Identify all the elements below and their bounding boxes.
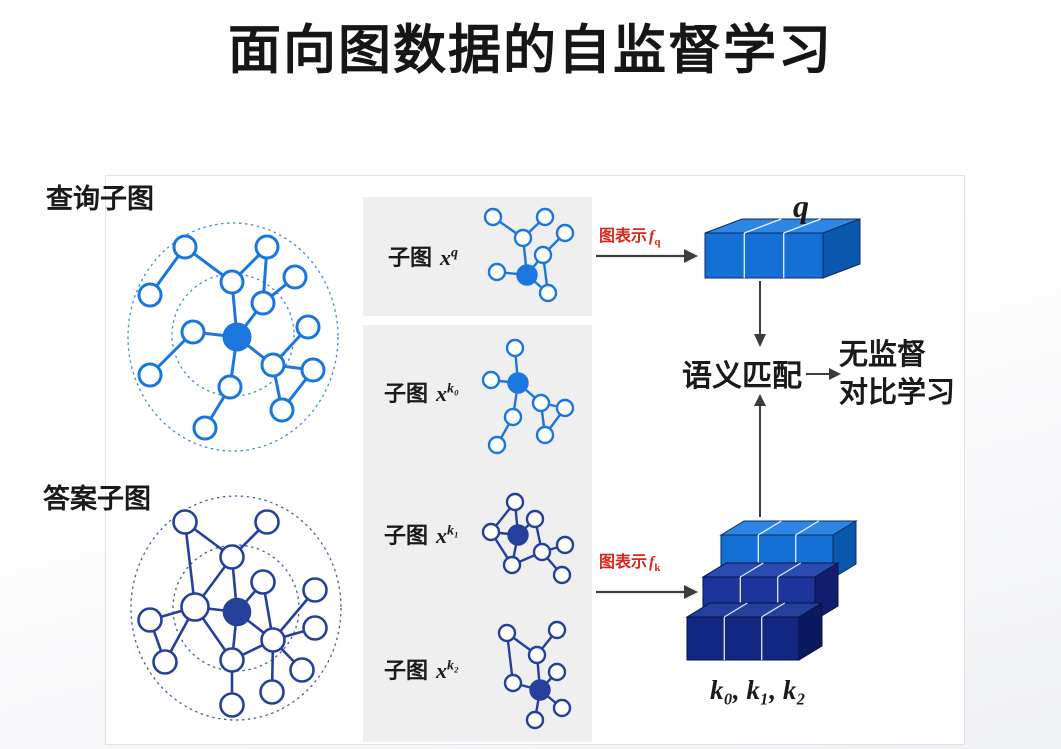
encoder-subscript: q xyxy=(654,236,661,249)
query-encoder-arrow xyxy=(596,249,698,263)
subgraph-superscript: k₂ xyxy=(447,658,459,674)
subgraph-variable: x xyxy=(440,245,452,270)
k-to-match-arrow xyxy=(754,394,766,517)
subgraph-prefix: 子图 xyxy=(384,381,429,406)
subgraph-variable: x xyxy=(436,658,448,683)
mini-graph-xk2 xyxy=(497,620,572,730)
key-representations-label: k₀, k₁, k₂ xyxy=(710,675,806,705)
encoder-symbol: f xyxy=(649,554,655,571)
subgraph-prefix: 子图 xyxy=(384,523,429,548)
key-representation-cubes xyxy=(685,520,858,661)
mini-graph-xk1 xyxy=(481,492,575,585)
objective-line2: 对比学习 xyxy=(839,377,956,409)
answer-graph-label: 答案子图 xyxy=(43,484,151,514)
subgraph-label-xk1: 子图 xk₁ xyxy=(384,518,459,550)
semantic-match-label: 语义匹配 xyxy=(682,360,802,393)
subgraph-superscript: k₁ xyxy=(447,523,459,539)
query-graph xyxy=(127,222,339,452)
query-representation-label: q xyxy=(793,188,809,224)
answer-graph-nodes xyxy=(137,509,328,718)
subgraph-superscript: k₀ xyxy=(447,381,459,397)
subgraph-label-xq: 子图 xq xyxy=(388,240,458,272)
slide-title: 面向图数据的自监督学习 xyxy=(228,21,833,80)
subgraph-prefix: 子图 xyxy=(388,245,433,270)
answer-graph xyxy=(130,495,342,721)
query-representation-cube xyxy=(704,218,861,279)
key-encoder-arrow xyxy=(596,585,698,599)
encoder-prefix: 图表示 xyxy=(599,228,648,245)
subgraph-superscript: q xyxy=(451,245,459,261)
encoder-symbol: f xyxy=(649,228,655,245)
subgraph-prefix: 子图 xyxy=(384,658,429,683)
objective-line1: 无监督 xyxy=(839,339,927,371)
mini-graph-xq xyxy=(483,207,575,303)
query-graph-label: 查询子图 xyxy=(46,184,154,214)
key-cube-k2 xyxy=(685,602,824,661)
query-graph-nodes xyxy=(137,234,326,441)
encoder-prefix: 图表示 xyxy=(599,554,648,571)
subgraph-label-xk2: 子图 xk₂ xyxy=(384,653,459,685)
q-to-match-arrow xyxy=(754,281,766,347)
match-to-objective-arrow xyxy=(806,368,841,380)
objective-label: 无监督 对比学习 xyxy=(839,336,955,412)
mini-graph-xk0 xyxy=(481,338,575,455)
subgraph-label-xk0: 子图 xk₀ xyxy=(384,376,459,408)
encoder-subscript: k xyxy=(654,562,661,575)
subgraph-variable: x xyxy=(436,523,448,548)
subgraph-variable: x xyxy=(436,381,448,406)
